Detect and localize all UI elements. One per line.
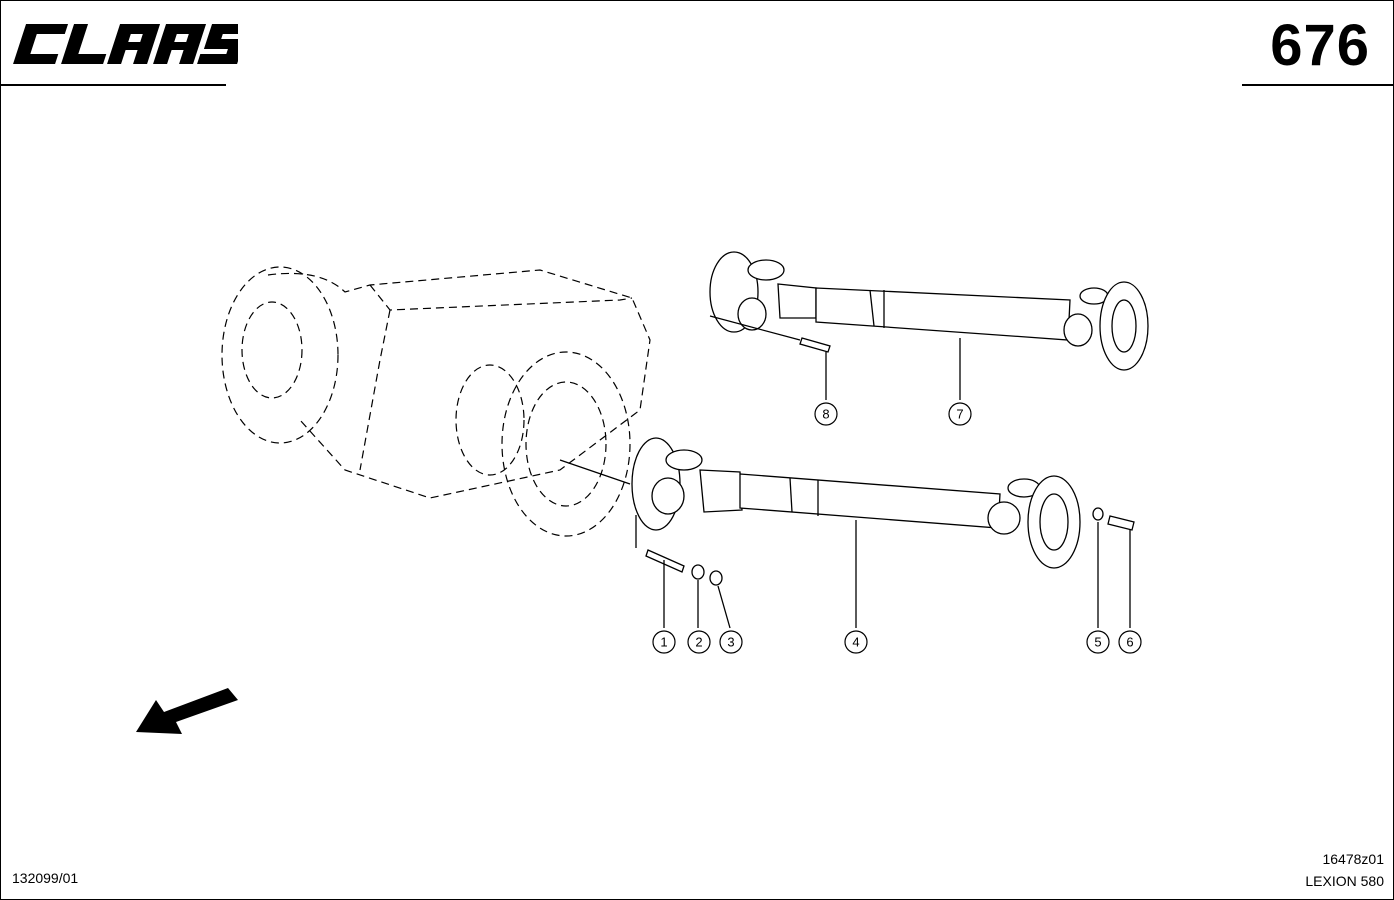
drawing-code: 16478z01 bbox=[1322, 851, 1384, 867]
header-rule-left bbox=[0, 84, 226, 86]
gearbox-housing-outline bbox=[221, 266, 651, 537]
callout-5: 5 bbox=[1086, 630, 1110, 654]
page-number: 676 bbox=[1270, 13, 1370, 78]
svg-text:3: 3 bbox=[727, 635, 734, 650]
header-rule-right bbox=[1242, 84, 1394, 86]
callout-7: 7 bbox=[948, 402, 972, 426]
svg-text:2: 2 bbox=[695, 635, 702, 650]
svg-text:8: 8 bbox=[822, 407, 829, 422]
claas-logo bbox=[13, 24, 238, 64]
machine-model: LEXION 580 bbox=[1305, 873, 1384, 889]
callout-2: 2 bbox=[687, 630, 711, 654]
fasteners bbox=[645, 337, 1135, 586]
svg-text:6: 6 bbox=[1126, 635, 1133, 650]
svg-text:5: 5 bbox=[1094, 635, 1101, 650]
upper-drive-shaft bbox=[709, 251, 1149, 371]
leader-lines bbox=[635, 315, 1131, 629]
callout-1: 1 bbox=[652, 630, 676, 654]
direction-arrow-icon bbox=[136, 688, 238, 734]
svg-text:1: 1 bbox=[660, 635, 667, 650]
lower-drive-shaft bbox=[559, 437, 1081, 569]
svg-text:4: 4 bbox=[852, 635, 859, 650]
callout-8: 8 bbox=[814, 402, 838, 426]
svg-text:7: 7 bbox=[956, 407, 963, 422]
callout-6: 6 bbox=[1118, 630, 1142, 654]
callout-3: 3 bbox=[719, 630, 743, 654]
document-reference: 132099/01 bbox=[12, 870, 79, 886]
callout-4: 4 bbox=[844, 630, 868, 654]
